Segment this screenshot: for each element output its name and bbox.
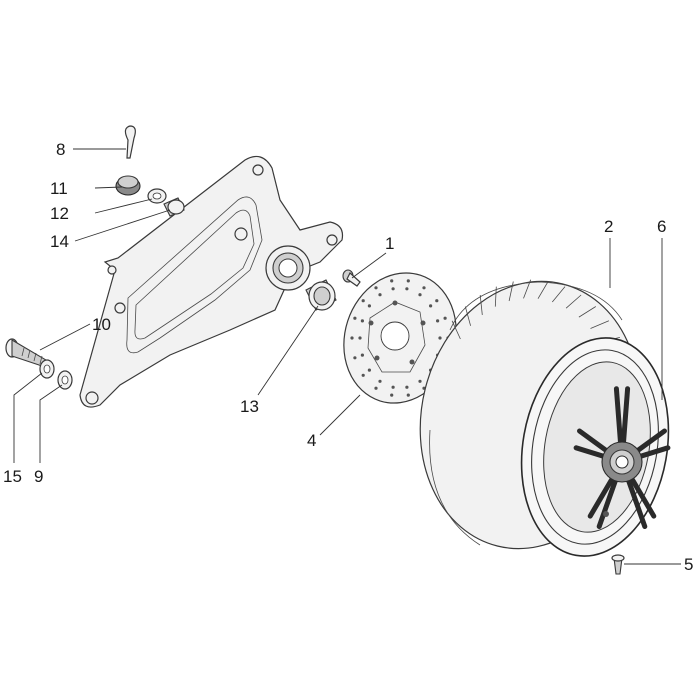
- disc-hole: [436, 319, 440, 323]
- disc-hole: [443, 316, 447, 320]
- disc-hole: [374, 286, 378, 290]
- castle-nut: [115, 175, 141, 196]
- callout-12: 12: [50, 204, 69, 223]
- tread-block: [464, 306, 471, 326]
- callout-13: 13: [240, 397, 259, 416]
- disc-hole: [374, 386, 378, 390]
- callout-8: 8: [56, 140, 65, 159]
- callout-5: 5: [684, 555, 693, 574]
- callout-15: 15: [3, 467, 22, 486]
- disc-hole: [350, 336, 354, 340]
- washer-9: [57, 370, 73, 390]
- callout-11: 11: [50, 179, 68, 198]
- disc-hole: [391, 287, 395, 291]
- disc-hole: [390, 393, 394, 397]
- tread-block: [479, 294, 483, 315]
- tread-block: [565, 294, 582, 309]
- leader-lines: [13, 148, 681, 565]
- disc-hole: [406, 393, 410, 397]
- disc-hole: [360, 319, 364, 323]
- tread-block: [494, 286, 497, 307]
- disc-hole: [429, 304, 433, 308]
- disc-hole: [391, 385, 395, 389]
- disc-hole: [353, 316, 357, 320]
- callout-1: 1: [385, 234, 394, 253]
- washer-nut: [147, 188, 167, 204]
- disc-hole: [367, 368, 371, 372]
- disc-hole: [378, 379, 382, 383]
- tread-block: [523, 279, 532, 299]
- cotter-pin: [124, 125, 136, 159]
- disc-hole: [390, 279, 394, 283]
- callout-9: 9: [34, 467, 43, 486]
- callout-10: 10: [92, 315, 111, 334]
- disc-hole: [358, 336, 362, 340]
- tread-block: [508, 281, 514, 302]
- washer-15: [39, 359, 55, 379]
- tread-block: [451, 320, 461, 340]
- disc-hole: [378, 293, 382, 297]
- tread-block: [551, 286, 566, 303]
- disc-hole: [405, 385, 409, 389]
- disc-hole: [361, 373, 365, 377]
- disc-hole: [361, 299, 365, 303]
- disc-hole: [418, 293, 422, 297]
- wheel-rim: [520, 337, 671, 557]
- tyre-valve: [611, 554, 625, 575]
- callout-6: 6: [657, 217, 666, 236]
- spacer: [163, 197, 185, 217]
- callout-2: 2: [604, 217, 613, 236]
- disc-hole: [422, 286, 426, 290]
- disc-hole: [438, 336, 442, 340]
- swing-arm: [79, 155, 344, 408]
- bushing: [305, 279, 337, 311]
- disc-hole: [360, 353, 364, 357]
- disc-screw: [342, 269, 361, 287]
- callout-4: 4: [307, 431, 316, 450]
- tread-block: [578, 306, 597, 318]
- tread-block: [590, 320, 610, 329]
- disc-hole: [435, 299, 439, 303]
- disc-hole: [353, 356, 357, 360]
- bolt: [5, 338, 47, 367]
- disc-hole: [405, 287, 409, 291]
- disc-hole: [406, 279, 410, 283]
- tread-block: [537, 281, 549, 299]
- disc-hole: [367, 304, 371, 308]
- disc-hole: [418, 379, 422, 383]
- callout-14: 14: [50, 232, 69, 251]
- callout-labels: 8 11 12 14 10 15 9 13 1 4 2 6 5: [3, 140, 693, 574]
